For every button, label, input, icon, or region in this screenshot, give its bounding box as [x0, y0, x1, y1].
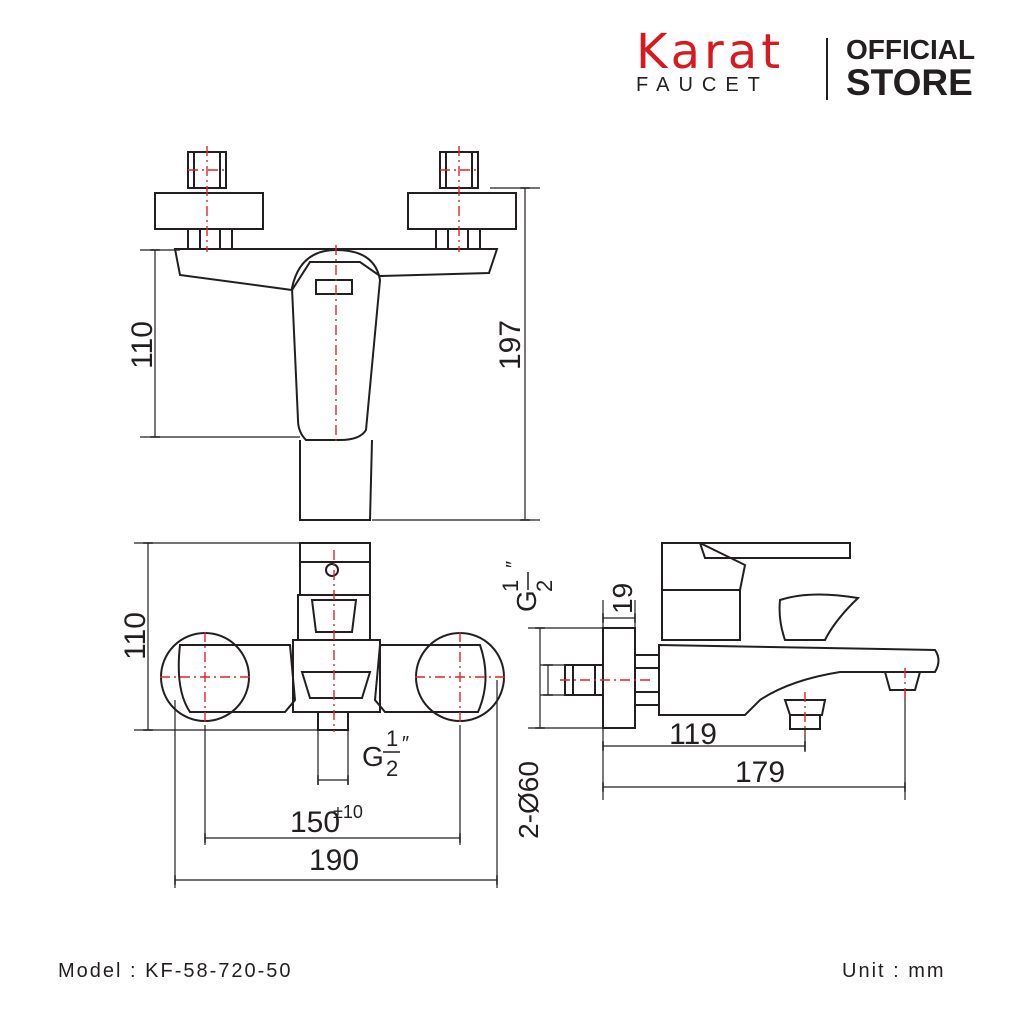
front-left-arm [177, 644, 297, 713]
front-thread-den: 2 [386, 756, 398, 781]
top-left-hex [187, 228, 233, 250]
side-thread-mark: ″ [503, 561, 525, 568]
side-diameter-label: 2-Ø60 [513, 761, 544, 839]
side-lever-handle [698, 542, 851, 559]
official-text: OFFICIAL [846, 34, 976, 65]
side-cartridge [661, 589, 741, 641]
front-centerlines [160, 550, 506, 732]
front-set-screw [325, 563, 339, 577]
top-view [140, 151, 540, 521]
top-centerlines [188, 146, 478, 442]
front-lever-base [299, 561, 371, 596]
side-lever-body [661, 542, 747, 591]
front-spout-mouth [300, 671, 372, 699]
front-thread-g: G [362, 741, 384, 772]
front-height-110-label: 110 [119, 612, 152, 660]
side-spout-119-label: 119 [669, 718, 717, 751]
store-text: STORE [846, 62, 973, 103]
side-pull-knob [778, 593, 861, 641]
top-height-110-label: 110 [126, 321, 159, 369]
front-centers-tolerance: ±10 [333, 802, 363, 822]
official-store-label: OFFICIAL STORE [846, 36, 975, 102]
front-thread-mark: ″ [402, 733, 409, 755]
front-width-190-label: 190 [309, 844, 359, 877]
side-body-spout [658, 643, 940, 716]
side-diverter [783, 699, 827, 716]
top-body-bar [173, 248, 499, 292]
front-thread-num: 1 [386, 726, 398, 751]
front-cartridge-window [310, 599, 358, 633]
model-number: Model : KF-58-720-50 [58, 960, 293, 982]
side-spout-outlet [883, 671, 922, 691]
side-thread-g: G [511, 590, 542, 612]
top-lever [290, 248, 382, 441]
side-total-179-label: 179 [735, 756, 785, 789]
front-thread-label: G 1 2 ″ [362, 726, 409, 781]
side-thread-den: 2 [532, 580, 557, 592]
side-centerlines [560, 668, 906, 735]
logo-divider [826, 38, 828, 100]
front-body [292, 639, 381, 713]
side-view [528, 542, 940, 800]
front-centers-150-label: 150 [290, 806, 340, 839]
front-lever-top [299, 542, 371, 563]
top-right-hex [435, 228, 481, 250]
top-right-flange [407, 192, 517, 230]
unit-label: Unit : mm [842, 960, 946, 982]
side-depth-19-label: 19 [607, 583, 638, 614]
top-logo-plate [315, 279, 353, 295]
top-spout [299, 439, 373, 521]
front-diverter-nut [317, 711, 349, 731]
front-right-arm [373, 644, 487, 713]
side-thread-num: 1 [498, 580, 523, 592]
karat-faucet-logo: Karat FAUCET [636, 28, 816, 97]
top-left-flange [154, 192, 264, 230]
side-thread-label: G 1 2 ″ [498, 561, 557, 612]
logo-wordmark: Karat [636, 24, 785, 80]
side-wall-escutcheon [602, 627, 636, 729]
top-height-197-label: 197 [494, 320, 527, 370]
logo-subtitle: FAUCET [636, 74, 769, 96]
